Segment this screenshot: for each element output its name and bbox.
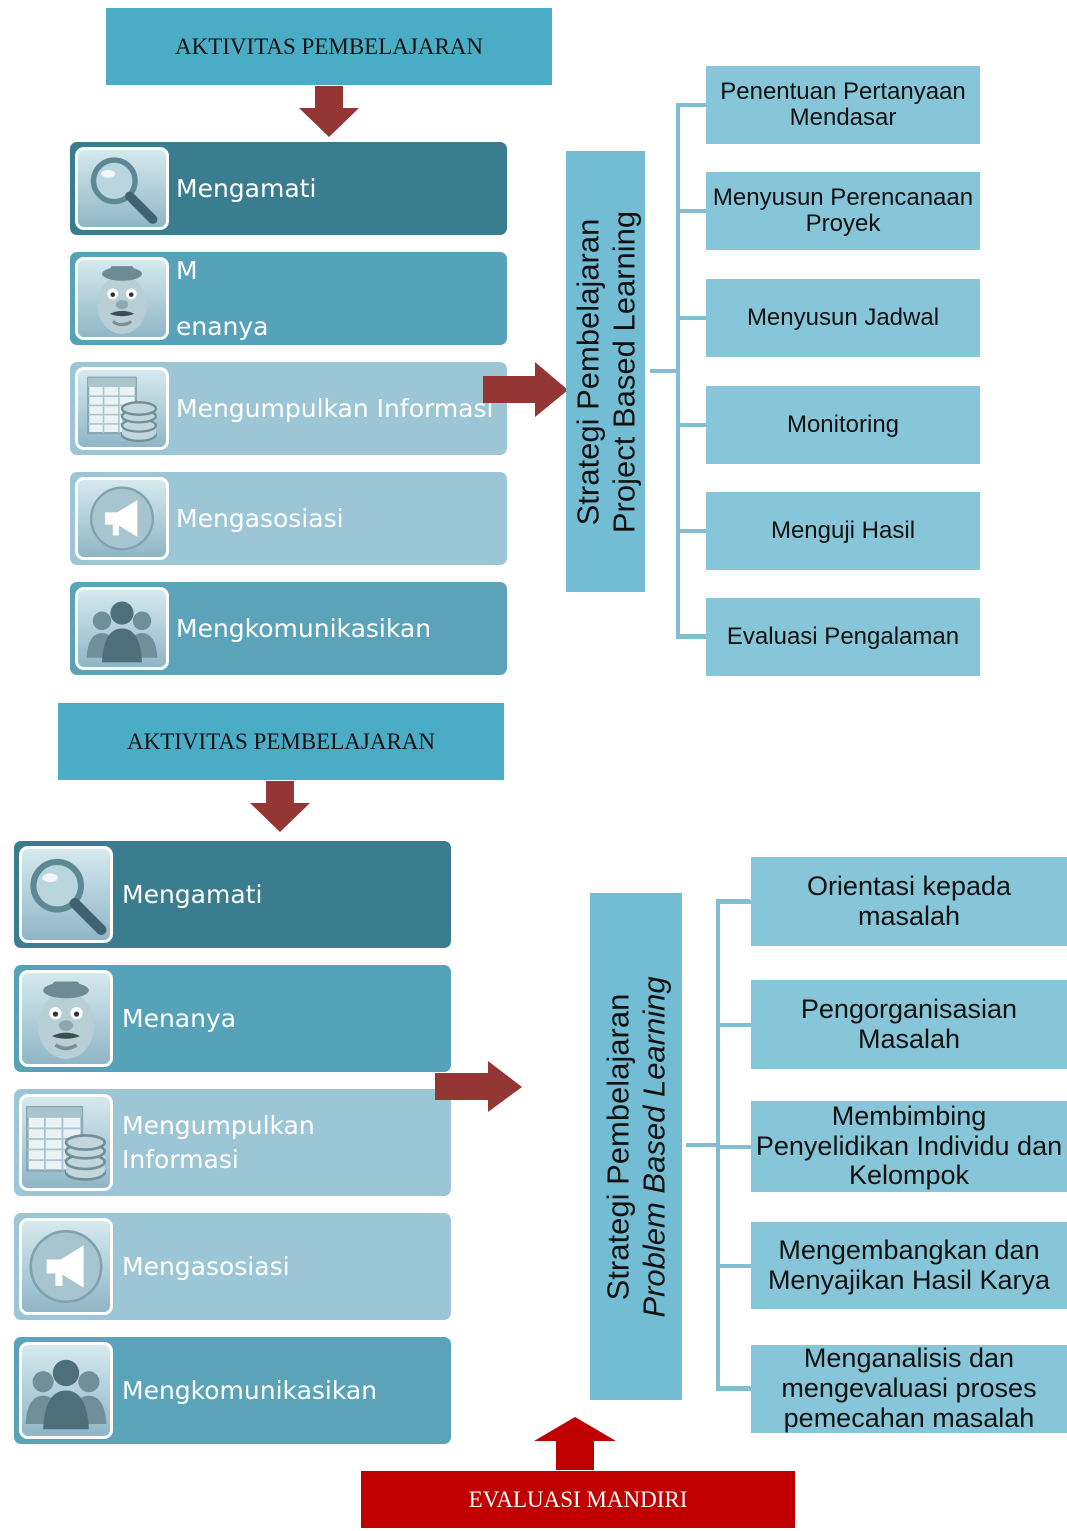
activity-label-line1: Mengkomunikasikan <box>122 1375 378 1405</box>
activity-label: Mengumpulkan Informasi <box>176 362 493 455</box>
activity-1: Mengamati <box>14 841 451 948</box>
bracket-tick <box>716 1263 751 1268</box>
step-label: Membimbing Penyelidikan Individu dan Kel… <box>755 1100 1063 1191</box>
strategy-step-1: Orientasi kepada masalah <box>751 857 1067 946</box>
activity-3: Mengumpulkan Informasi <box>70 362 507 455</box>
activity-label-line1: Mengasosiasi <box>122 1251 290 1281</box>
bracket-tick <box>676 316 706 320</box>
strategy-title: Strategi Pembelajaran <box>569 218 605 525</box>
activity-4: Mengasosiasi <box>14 1213 451 1320</box>
bracket-tick <box>676 209 706 213</box>
activity-label: Menanya <box>122 965 236 1072</box>
activity-label: Mengkomunikasikan <box>122 1337 377 1444</box>
strategy-step-1: Penentuan Pertanyaan Mendasar <box>706 66 980 144</box>
bracket <box>676 103 706 638</box>
bracket-tick <box>676 103 706 107</box>
strategy-step-4: Monitoring <box>706 386 980 464</box>
potato-head-icon <box>75 257 169 340</box>
activities-header: AKTIVITAS PEMBELAJARAN <box>58 703 504 780</box>
step-label: Monitoring <box>786 410 900 438</box>
strategy-step-3: Menyusun Jadwal <box>706 279 980 357</box>
step-label: Orientasi kepada masalah <box>806 870 1012 931</box>
activity-label-line2: Informasi <box>122 1144 239 1174</box>
activity-label-line1: Mengumpulkan Informasi <box>176 393 494 423</box>
bracket-tick <box>676 423 706 427</box>
activity-label: Mengasosiasi <box>176 472 344 565</box>
activity-1: Mengamati <box>70 142 507 235</box>
activity-label-line2: enanya <box>176 311 269 341</box>
bracket-tick <box>676 635 706 639</box>
bracket-tick <box>716 1022 751 1027</box>
strategy-step-3: Membimbing Penyelidikan Individu dan Kel… <box>751 1101 1067 1192</box>
step-label: Penentuan Pertanyaan Mendasar <box>720 77 966 131</box>
bracket-tick <box>716 899 751 904</box>
potato-head-icon <box>19 970 113 1067</box>
activity-label-line1: Mengkomunikasikan <box>176 613 432 643</box>
strategy-step-5: Menganalisis dan mengevaluasi proses pem… <box>751 1343 1067 1433</box>
bracket-tick <box>716 1387 751 1391</box>
megaphone-icon <box>75 477 169 560</box>
activity-label: Mengamati <box>122 841 262 948</box>
strategy-step-6: Evaluasi Pengalaman <box>706 598 980 676</box>
activity-5: Mengkomunikasikan <box>70 582 507 675</box>
step-label: Pengorganisasian Masalah <box>800 993 1018 1054</box>
activity-label-line1: Mengasosiasi <box>176 503 344 533</box>
step-label: Evaluasi Pengalaman <box>726 622 960 650</box>
strategy-step-2: Menyusun Perencanaan Proyek <box>706 172 980 250</box>
spreadsheet-database-icon <box>19 1094 113 1191</box>
step-label: Menyusun Jadwal <box>746 303 940 331</box>
strategy-step-4: Mengembangkan dan Menyajikan Hasil Karya <box>751 1222 1067 1309</box>
megaphone-icon <box>19 1218 113 1315</box>
step-label: Mengembangkan dan Menyajikan Hasil Karya <box>767 1234 1051 1295</box>
activity-4: Mengasosiasi <box>70 472 507 565</box>
down-arrow <box>250 781 310 832</box>
activity-5: Mengkomunikasikan <box>14 1337 451 1444</box>
people-group-icon <box>75 587 169 670</box>
up-arrow <box>534 1417 616 1470</box>
activity-2: Menanya <box>14 965 451 1072</box>
activity-label-line1: M <box>176 255 198 285</box>
strategy-title: Strategi Pembelajaran <box>600 993 636 1300</box>
step-label: Menganalisis dan mengevaluasi proses pem… <box>781 1343 1037 1433</box>
bracket-tick <box>716 1144 751 1149</box>
magnifier-icon <box>19 846 113 943</box>
strategy-step-5: Menguji Hasil <box>706 492 980 570</box>
activity-label-line1: Mengamati <box>176 173 317 203</box>
strategy-box-pjbl: Strategi Pembelajaran Project Based Lear… <box>566 151 645 592</box>
self-evaluation-box: EVALUASI MANDIRI <box>361 1471 795 1528</box>
bracket-connector <box>686 1143 719 1147</box>
strategy-model: Problem Based Learning <box>636 975 671 1318</box>
bracket-tick <box>676 529 706 533</box>
strategy-box-pbl: Strategi Pembelajaran Problem Based Lear… <box>590 893 682 1400</box>
strategy-step-2: Pengorganisasian Masalah <box>751 980 1067 1069</box>
activity-label: Mengkomunikasikan <box>176 582 431 675</box>
activity-label-line1: Menanya <box>122 1003 237 1033</box>
right-arrow <box>435 1061 522 1112</box>
activity-label-line1: Mengumpulkan <box>122 1110 315 1140</box>
right-arrow <box>483 362 568 417</box>
activities-header: AKTIVITAS PEMBELAJARAN <box>106 8 552 85</box>
step-label: Menguji Hasil <box>770 516 916 544</box>
magnifier-icon <box>75 147 169 230</box>
spreadsheet-database-icon <box>75 367 169 450</box>
strategy-model: Project Based Learning <box>605 210 641 533</box>
activity-label: Mengamati <box>176 142 316 235</box>
bracket-connector <box>650 369 680 373</box>
people-group-icon <box>19 1342 113 1439</box>
step-label: Menyusun Perencanaan Proyek <box>712 183 974 237</box>
activity-label: Mengasosiasi <box>122 1213 290 1320</box>
activity-label-line1: Mengamati <box>122 879 263 909</box>
down-arrow <box>299 86 359 137</box>
